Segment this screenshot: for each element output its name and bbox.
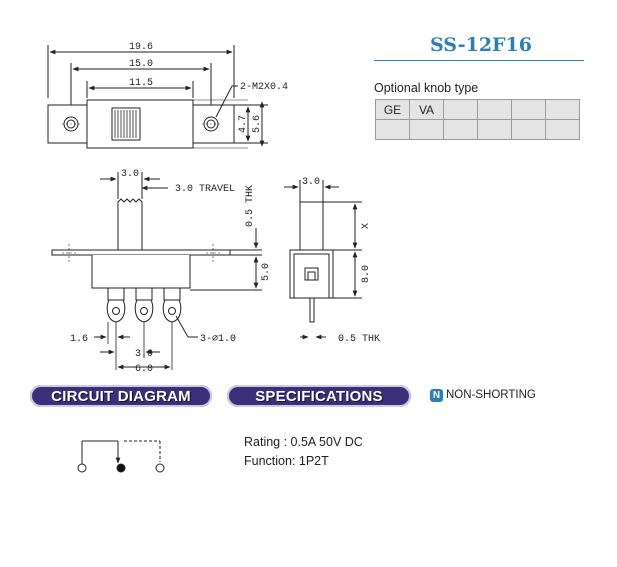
dim-overall-width: 19.6 [129,42,153,53]
dim-inner-width: 11.5 [129,78,153,89]
spec-function: Function: 1P2T [244,454,329,468]
model-title: SS-12F16 [430,34,532,56]
knob-cell [477,99,512,120]
knob-type-label: Optional knob type [374,81,479,95]
dim-side-body: 8.0 [361,265,372,283]
front-view [51,172,262,370]
dim-knob-height: X [361,223,372,229]
dim-pin-span: 6.0 [135,364,153,375]
dim-pin-hole: 3-∅1.0 [200,334,236,345]
dim-plate-thickness: 0.5 THK [245,185,256,227]
knob-cell [375,119,410,140]
knob-cell [545,119,580,140]
top-view [47,45,268,149]
knob-cell-ge: GE [375,99,410,120]
specifications-heading: SPECIFICATIONS [227,385,411,407]
knob-cell [545,99,580,120]
circuit-diagram-heading: CIRCUIT DIAGRAM [30,385,212,407]
dim-side-knob-width: 3.0 [302,177,320,188]
dim-hole-thread: 2-M2X0.4 [240,82,288,93]
knob-cell [443,99,478,120]
dim-side-pin: 0.5 THK [338,334,380,345]
knob-cell [409,119,444,140]
non-shorting-icon: N [430,389,443,402]
knob-type-table: GE VA [375,99,580,140]
knob-cell [511,119,546,140]
dim-body-height: 5.0 [261,263,272,281]
dim-height-inner: 4.7 [238,115,249,133]
side-view [284,180,362,340]
dim-travel: 3.0 TRAVEL [175,184,235,195]
dim-pin-offset: 1.6 [70,334,88,345]
dim-knob-width: 3.0 [121,169,139,180]
dim-pin-pitch: 3.0 [135,349,153,360]
knob-cell [443,119,478,140]
circuit-diagram [77,440,165,473]
knob-cell [511,99,546,120]
spec-rating: Rating : 0.5A 50V DC [244,435,363,449]
knob-cell-va: VA [409,99,444,120]
non-shorting-label: NON-SHORTING [446,389,536,401]
knob-cell [477,119,512,140]
title-divider [374,60,584,61]
dim-mount-width: 15.0 [129,59,153,70]
dim-height-outer: 5.6 [252,115,263,133]
